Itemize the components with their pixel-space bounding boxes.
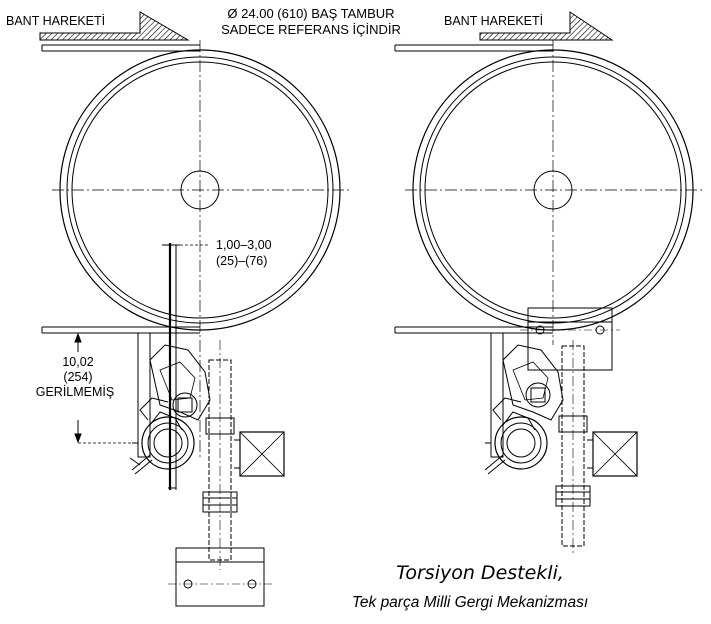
left-assembly bbox=[41, 40, 352, 607]
gap-dimension-line2: (25)–(76) bbox=[216, 254, 267, 268]
right-tensioner-body bbox=[484, 344, 564, 475]
right-belt-direction-arrow bbox=[479, 11, 614, 41]
left-bottom-bracket bbox=[168, 547, 272, 607]
right-top-bracket bbox=[520, 307, 620, 371]
left-tension-shaft bbox=[202, 340, 238, 570]
left-belt-direction-arrow bbox=[39, 11, 190, 41]
caption-line2: Tek parça Milli Gergi Mekanizması bbox=[351, 594, 589, 611]
gap-dimension-line1: 1,00–3,00 bbox=[216, 238, 272, 252]
caption-line1: Torsiyon Destekli, bbox=[396, 562, 564, 584]
left-belt-direction-label: BANT HAREKETİ bbox=[6, 14, 105, 28]
height-dimension-line2: (254) bbox=[63, 370, 92, 384]
head-pulley-label-line2: SADECE REFERANS İÇİNDİR bbox=[221, 22, 401, 37]
right-belt-direction-label: BANT HAREKETİ bbox=[444, 14, 543, 28]
height-dimension-line1: 10,02 bbox=[62, 355, 93, 369]
right-tension-shaft bbox=[555, 340, 591, 555]
right-assembly bbox=[394, 40, 705, 555]
height-dimension-line3: GERİLMEMİŞ bbox=[36, 385, 115, 399]
left-tensioner-body bbox=[129, 344, 211, 475]
head-pulley-label-line1: Ø 24.00 (610) BAŞ TAMBUR bbox=[227, 6, 394, 21]
